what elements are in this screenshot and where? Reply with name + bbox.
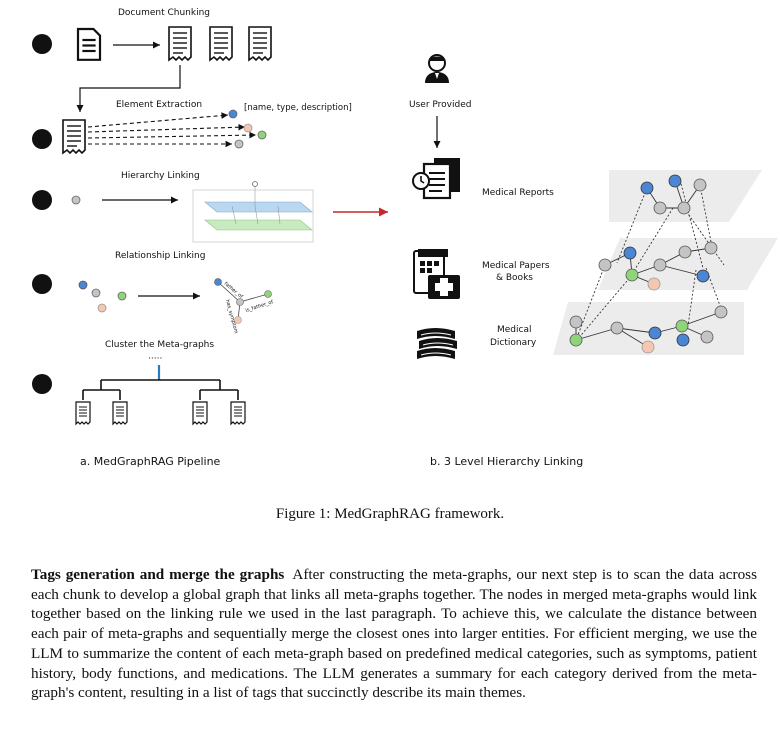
document-icon <box>76 27 102 61</box>
chunk-page-icon <box>209 26 233 61</box>
relation-label: is_father_of <box>245 299 275 314</box>
cluster-dots: ····· <box>148 354 162 364</box>
hierarchy-linking-label: Hierarchy Linking <box>121 171 200 181</box>
step-3-badge: 3 <box>38 194 46 207</box>
step-badges: 1 2 3 4 5 <box>32 34 52 394</box>
chunk-page-icon <box>62 119 86 154</box>
step-5-badge: 5 <box>38 378 46 391</box>
medical-reports-icon <box>412 158 460 200</box>
chunk-page-icon <box>168 26 192 61</box>
chunk-page-icon <box>230 401 246 425</box>
user-provided-label: User Provided <box>409 100 471 110</box>
step-1-badge: 1 <box>38 38 46 51</box>
attributes-label: [name, type, description] <box>244 103 352 113</box>
left-panel-caption: a. MedGraphRAG Pipeline <box>80 455 221 468</box>
cluster-label: Cluster the Meta-graphs <box>105 340 214 350</box>
entity-node-blue <box>228 109 238 119</box>
dictionary-books-icon <box>417 328 457 359</box>
entity-node-gray <box>91 288 101 298</box>
medical-dictionary-label-1: Medical <box>497 325 531 335</box>
figure-caption: Figure 1: MedGraphRAG framework. <box>275 506 505 522</box>
entity-node-gray <box>71 195 81 205</box>
entity-node-peach <box>243 123 253 133</box>
entity-node-peach <box>97 303 107 313</box>
figure: 1 2 3 4 5 Document Chunking Element Extr… <box>32 8 778 468</box>
medical-reports-label: Medical Reports <box>482 188 554 198</box>
chunk-page-icon <box>112 401 128 425</box>
hierarchy-layers-image <box>192 181 314 243</box>
element-extraction-label: Element Extraction <box>116 100 202 110</box>
entity-node-gray <box>234 139 244 149</box>
entity-node-green <box>257 130 267 140</box>
document-chunking-label: Document Chunking <box>118 8 210 18</box>
paragraph-heading: Tags generation and merge the graphs <box>31 566 285 583</box>
right-panel-caption: b. 3 Level Hierarchy Linking <box>430 455 583 468</box>
doctor-icon <box>425 54 449 83</box>
medical-papers-label-1: Medical Papers <box>482 261 550 271</box>
entity-node-green <box>117 291 127 301</box>
relationship-graph: father_of has_symptom is_father_of <box>214 278 275 334</box>
paragraph-text: After constructing the meta-graphs, our … <box>31 566 757 702</box>
hierarchy-graph <box>553 170 778 355</box>
cluster-tree <box>82 365 239 400</box>
chunk-page-icon <box>248 26 272 61</box>
relationship-linking-label: Relationship Linking <box>115 251 205 261</box>
medical-dictionary-label-2: Dictionary <box>490 338 537 348</box>
medical-papers-label-2: & Books <box>496 273 533 283</box>
medical-papers-icon <box>413 249 460 299</box>
chunk-page-icon <box>75 401 91 425</box>
step-4-badge: 4 <box>38 278 46 291</box>
relation-label: father_of <box>223 281 244 300</box>
body-paragraph: Tags generation and merge the graphs Aft… <box>31 565 757 703</box>
entity-node-blue <box>78 280 88 290</box>
chunk-page-icon <box>192 401 208 425</box>
extraction-arrows <box>87 112 257 148</box>
step-2-badge: 2 <box>38 133 46 146</box>
